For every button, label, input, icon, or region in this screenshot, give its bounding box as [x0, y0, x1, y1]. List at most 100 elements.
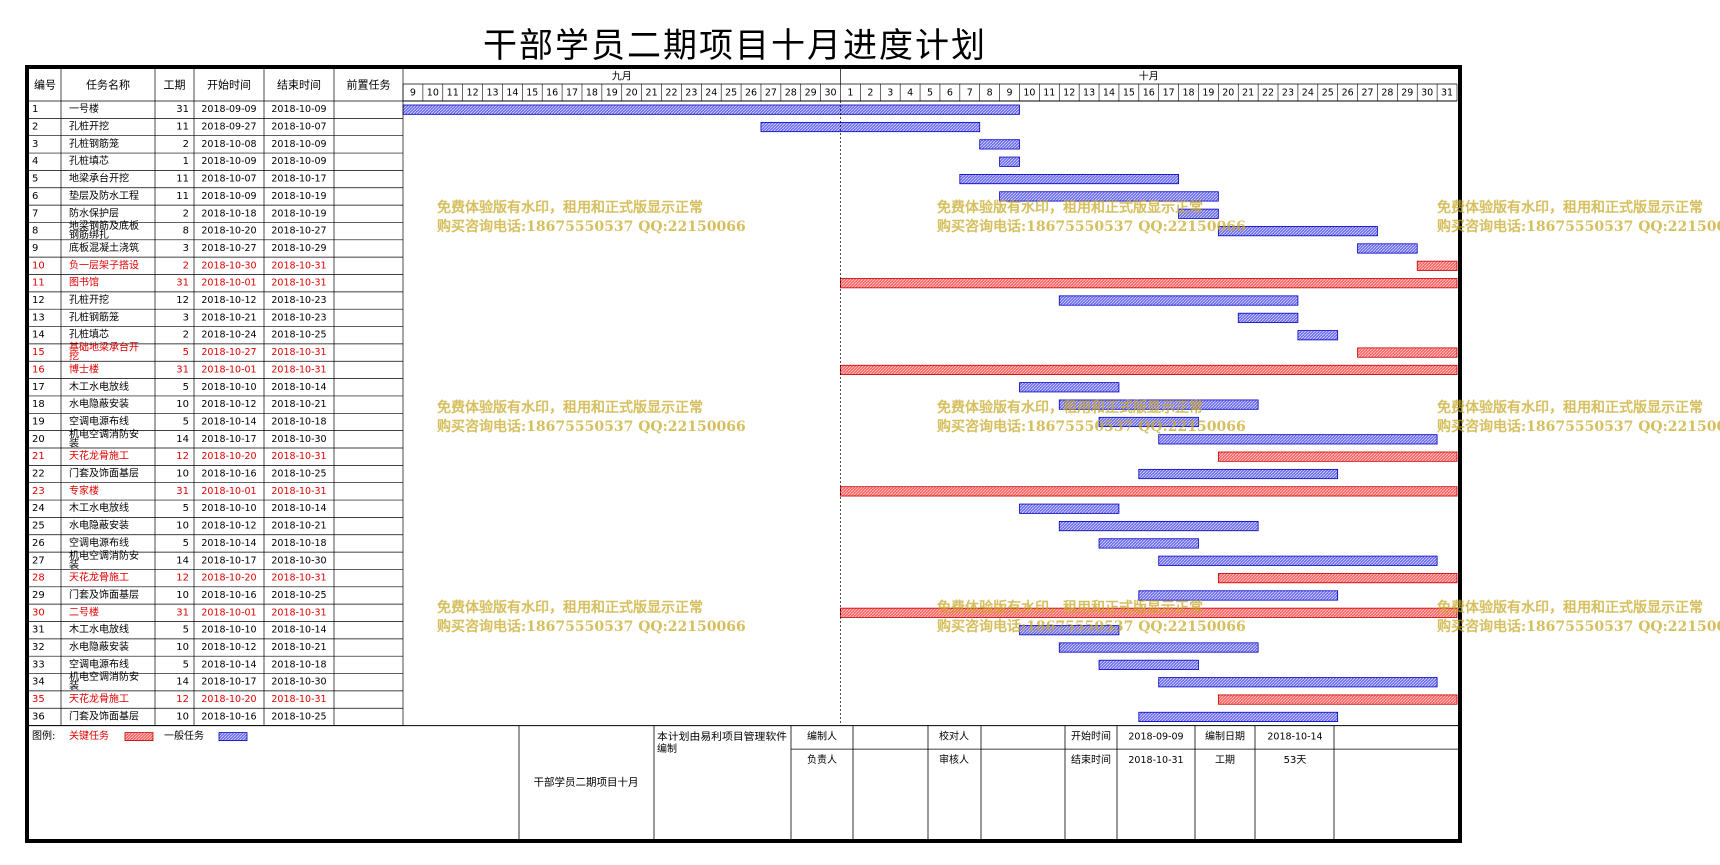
day-label: 26 [745, 88, 757, 99]
day-label: 20 [626, 88, 638, 99]
task-end: 2018-10-27 [271, 226, 326, 237]
task-id: 31 [32, 625, 45, 636]
task-start: 2018-10-17 [201, 434, 256, 445]
task-end: 2018-10-14 [271, 382, 326, 393]
task-start: 2018-10-27 [201, 347, 256, 358]
task-start: 2018-10-16 [201, 469, 256, 480]
task-name: 天花龙骨施工 [69, 571, 129, 584]
task-start: 2018-10-14 [201, 416, 256, 427]
day-label: 16 [1143, 88, 1155, 99]
task-name: 挖 [69, 350, 79, 363]
task-end: 2018-10-31 [271, 364, 326, 375]
day-label: 15 [526, 88, 538, 99]
task-start: 2018-10-07 [201, 174, 256, 185]
day-label: 1 [847, 88, 853, 99]
task-start: 2018-10-20 [201, 226, 256, 237]
task-start: 2018-10-24 [201, 330, 256, 341]
task-end: 2018-10-31 [271, 347, 326, 358]
task-id: 1 [32, 104, 38, 115]
task-end: 2018-10-17 [271, 174, 326, 185]
task-name: 孔桩填芯 [69, 328, 109, 341]
task-duration: 10 [176, 521, 189, 532]
task-end: 2018-10-25 [271, 469, 326, 480]
task-name: 天花龙骨施工 [69, 449, 129, 462]
task-name: 孔桩开挖 [69, 293, 109, 306]
task-name: 一号楼 [69, 102, 99, 115]
day-label: 18 [1182, 88, 1194, 99]
task-start: 2018-10-20 [201, 573, 256, 584]
task-duration: 31 [176, 486, 189, 497]
task-duration: 10 [176, 469, 189, 480]
day-label: 20 [1222, 88, 1234, 99]
task-name: 水电隐蔽安装 [69, 397, 129, 410]
task-name: 水电隐蔽安装 [69, 519, 129, 532]
task-bar [1217, 226, 1378, 237]
task-id: 28 [32, 573, 45, 584]
task-start: 2018-10-16 [201, 590, 256, 601]
task-bar [840, 607, 1458, 618]
task-id: 35 [32, 694, 45, 705]
task-id: 14 [32, 330, 45, 341]
day-label: 11 [1043, 88, 1055, 99]
column-header: 开始时间 [207, 78, 251, 92]
day-label: 22 [665, 88, 677, 99]
task-end: 2018-10-09 [271, 156, 326, 167]
watermark: 免费体验版有水印，租用和正式版显示正常购买咨询电话:18675550537 QQ… [1437, 600, 1720, 635]
task-name: 孔桩开挖 [69, 120, 109, 133]
day-label: 22 [1262, 88, 1274, 99]
day-label: 28 [1381, 88, 1393, 99]
footer-value: 53天 [1284, 755, 1307, 766]
task-end: 2018-10-25 [271, 330, 326, 341]
task-duration: 5 [183, 659, 189, 670]
day-label: 14 [1103, 88, 1115, 99]
footer-label: 工期 [1215, 754, 1235, 766]
task-start: 2018-10-16 [201, 711, 256, 722]
task-end: 2018-10-18 [271, 538, 326, 549]
task-duration: 14 [176, 677, 189, 688]
task-bar [760, 121, 981, 133]
task-name: 基础地梁承台开 [69, 341, 139, 354]
task-end: 2018-10-31 [271, 607, 326, 618]
day-label: 26 [1342, 88, 1354, 99]
task-start: 2018-10-01 [201, 486, 256, 497]
task-bar [1098, 659, 1199, 670]
task-end: 2018-10-09 [271, 104, 326, 115]
task-name: 孔桩填芯 [69, 154, 109, 167]
footer-value: 2018-10-31 [1128, 755, 1183, 766]
task-start: 2018-10-30 [201, 260, 256, 271]
day-label: 3 [887, 88, 893, 99]
task-bar [1058, 295, 1299, 306]
task-start: 2018-10-14 [201, 538, 256, 549]
task-id: 3 [32, 139, 38, 150]
task-end: 2018-10-29 [271, 243, 326, 254]
task-name: 木工水电放线 [69, 380, 129, 393]
task-duration: 5 [183, 538, 189, 549]
task-end: 2018-10-18 [271, 416, 326, 427]
task-id: 27 [32, 555, 45, 566]
task-bar [1098, 538, 1199, 549]
task-duration: 5 [183, 347, 189, 358]
task-name: 地梁承台开挖 [69, 172, 129, 185]
month-label: 九月 [612, 71, 632, 83]
day-label: 21 [1242, 88, 1254, 99]
task-name: 装 [69, 558, 79, 571]
footer-label: 审核人 [939, 753, 969, 766]
day-label: 23 [685, 88, 697, 99]
day-label: 24 [1302, 88, 1314, 99]
task-bar [1138, 468, 1339, 480]
task-name: 木工水电放线 [69, 501, 129, 514]
task-start: 2018-10-01 [201, 278, 256, 289]
day-label: 4 [907, 88, 913, 99]
day-label: 15 [1123, 88, 1135, 99]
task-bar [1357, 347, 1458, 358]
task-end: 2018-10-23 [271, 295, 326, 306]
task-duration: 12 [176, 573, 189, 584]
legend-critical-label: 关键任务 [69, 729, 109, 742]
footer-note: 本计划由易利项目管理软件 [657, 730, 787, 743]
task-name: 负一层架子搭设 [69, 258, 139, 271]
task-end: 2018-10-14 [271, 625, 326, 636]
task-duration: 14 [176, 555, 189, 566]
task-start: 2018-10-09 [201, 156, 256, 167]
day-label: 12 [1063, 88, 1075, 99]
day-label: 13 [1083, 88, 1095, 99]
